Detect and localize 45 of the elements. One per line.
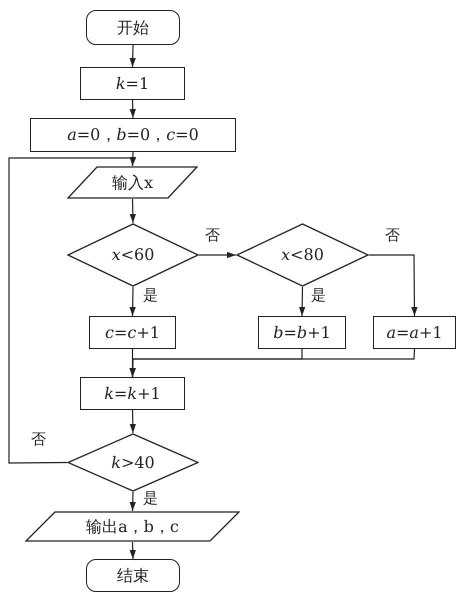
decision-diamond	[67, 223, 199, 287]
arrow	[130, 410, 136, 434]
node-text: 输出a，b，c	[86, 518, 179, 534]
arrow	[129, 349, 136, 377]
node-text: k=k+1	[104, 386, 161, 402]
arrow	[130, 100, 136, 118]
start-terminal	[86, 10, 180, 45]
node-text: a=a+1	[386, 324, 443, 340]
node-text: 开始	[117, 20, 149, 36]
arrow	[299, 286, 306, 316]
arrow	[130, 348, 416, 378]
arrow	[130, 286, 136, 316]
edge-label: 否	[384, 228, 401, 243]
arrow	[369, 254, 418, 316]
process-box	[89, 316, 176, 349]
node-text: x<80	[281, 247, 324, 263]
edge-label: 是	[142, 491, 159, 506]
node-text: 结束	[117, 568, 149, 584]
process-box	[80, 377, 185, 410]
arrow	[130, 542, 136, 560]
node-text: a=0，b=0，c=0	[67, 127, 199, 143]
process-box	[373, 316, 456, 349]
node-text: b=b+1	[273, 324, 331, 340]
edge-label: 是	[142, 288, 159, 303]
node-text: k=1	[116, 76, 150, 92]
edge-label: 否	[30, 432, 47, 447]
process-box	[80, 67, 185, 100]
process-box	[30, 118, 236, 152]
end-terminal	[86, 559, 180, 592]
decision-diamond	[236, 223, 369, 287]
node-text: c=c+1	[105, 324, 160, 340]
node-text: x<60	[112, 247, 154, 263]
decision-diamond	[67, 433, 199, 492]
arrow	[199, 252, 236, 258]
edge-label: 否	[204, 228, 221, 243]
node-text: k>40	[111, 454, 155, 470]
arrow	[8, 156, 136, 464]
input-parallelogram	[67, 166, 198, 199]
arrow	[130, 198, 136, 224]
process-box	[258, 316, 346, 349]
output-parallelogram	[25, 511, 240, 542]
edge-label: 是	[310, 288, 327, 303]
arrow	[130, 44, 136, 68]
arrow	[130, 492, 136, 512]
node-text: 输入x	[112, 174, 154, 190]
